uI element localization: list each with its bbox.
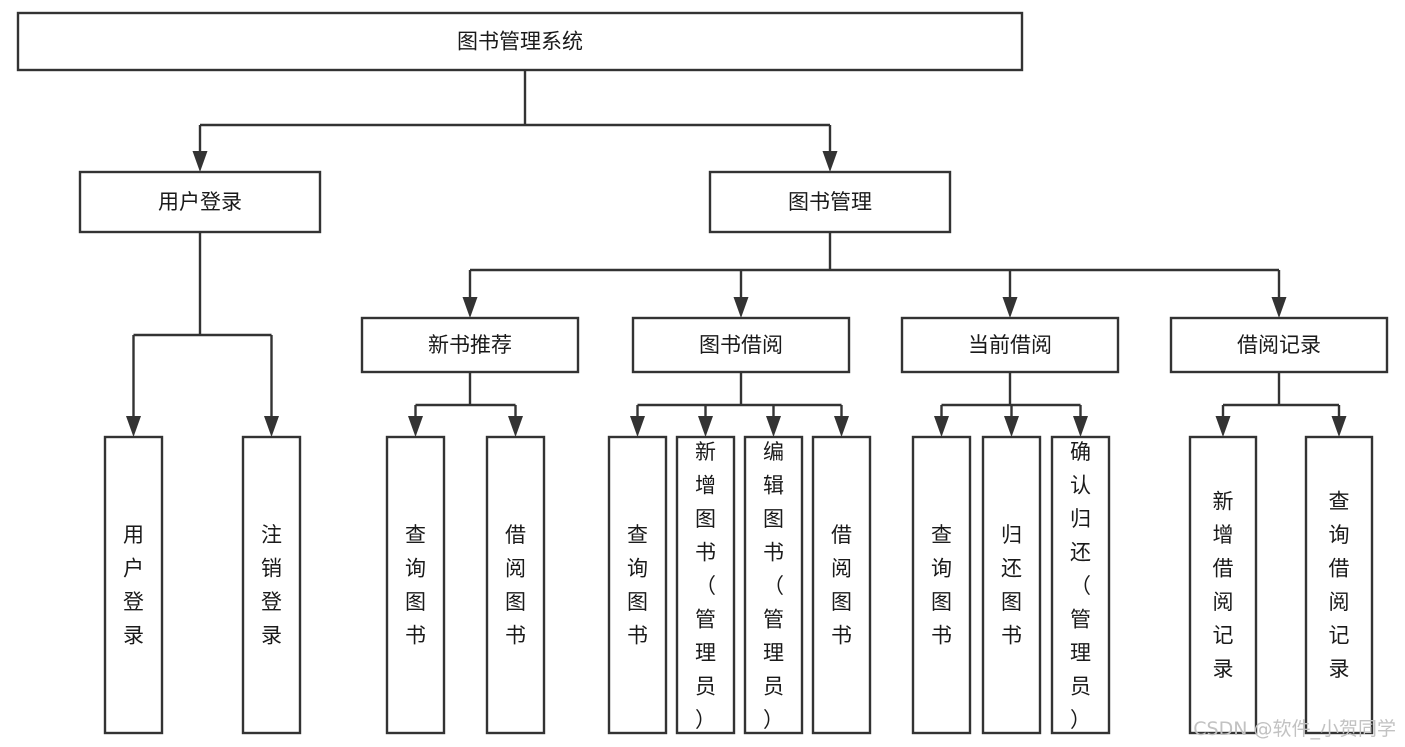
node-label: 查询图书	[405, 523, 426, 648]
node-e69fa5e8afa2e59bbee4b9a6[interactable]: 查询图书	[911, 435, 972, 735]
node-label: 新增借阅记录	[1213, 490, 1234, 682]
node-label: 注销登录	[261, 523, 282, 648]
node-label: 借阅记录	[1237, 333, 1321, 357]
watermark-label: CSDN @软件_小贺同学	[1193, 718, 1396, 740]
branch-to-node-e794a8e688b7e799bbe5bd95-arrowhead	[192, 151, 208, 172]
branch-to-node-e69fa5e8afa2e59bbee4b9a6-arrowhead	[934, 416, 949, 437]
node-box	[811, 435, 872, 735]
node-e59bbee4b9a6e5809fe99885[interactable]: 图书借阅	[631, 316, 851, 374]
node-e696b0e5a29ee5809fe99885e8aeb0e5bd95[interactable]: 新增借阅记录	[1188, 435, 1258, 735]
node-e6b3a8e99480e799bbe5bd95[interactable]: 注销登录	[241, 435, 302, 735]
node-box	[631, 316, 851, 374]
node-box	[16, 11, 1024, 72]
node-box	[900, 316, 1120, 374]
branch-to-node-e5bd93e5898de5809fe99885-arrowhead	[1002, 297, 1018, 318]
branch-to-node-e69fa5e8afa2e5809fe99885e8aeb0e5bd95-arrowhead	[1331, 416, 1347, 437]
branch-to-node-e696b0e5a29ee59bbee4b9a6efbc88e7aea1e79086e59198efbc89-arrowhead	[698, 416, 713, 437]
node-label: 查询图书	[931, 523, 952, 648]
branch-to-node-e69fa5e8afa2e59bbee4b9a6-arrowhead	[630, 416, 645, 437]
node-label: 用户登录	[123, 523, 144, 648]
node-label: 借阅图书	[831, 523, 852, 648]
node-label: 借阅图书	[505, 523, 526, 648]
branch-to-node-e7bc96e8be91e59bbee4b9a6efbc88e7aea1e79086e59198efbc89-arrowhead	[766, 416, 781, 437]
node-label: 图书管理系统	[457, 30, 583, 54]
node-label: 当前借阅	[968, 333, 1052, 357]
node-e5809fe99885e59bbee4b9a6[interactable]: 借阅图书	[485, 435, 546, 735]
branch-to-node-e6b3a8e99480e799bbe5bd95-arrowhead	[264, 416, 279, 437]
node-box	[1304, 435, 1374, 735]
node-e69fa5e8afa2e59bbee4b9a6[interactable]: 查询图书	[607, 435, 668, 735]
branch-to-node-e5809fe99885e59bbee4b9a6-arrowhead	[834, 416, 849, 437]
branch-to-node-e794a8e688b7e799bbe5bd95-arrowhead	[126, 416, 141, 437]
node-box	[607, 435, 668, 735]
node-label: 图书借阅	[699, 333, 783, 357]
node-e5809fe99885e8aeb0e5bd95[interactable]: 借阅记录	[1169, 316, 1389, 374]
node-e5bd93e5898de5809fe99885[interactable]: 当前借阅	[900, 316, 1120, 374]
node-e696b0e5a29ee59bbee4b9a6efbc88e7aea1e79086e59198efbc89[interactable]: 新增图书（管理员）	[675, 435, 736, 735]
branch-to-node-e5809fe99885e59bbee4b9a6-arrowhead	[508, 416, 523, 437]
node-label: 编辑图书（管理员）	[763, 440, 784, 732]
branch-to-node-e69fa5e8afa2e59bbee4b9a6-arrowhead	[408, 416, 423, 437]
node-box	[485, 435, 546, 735]
node-label: 新书推荐	[428, 333, 512, 357]
node-box	[1050, 435, 1111, 735]
node-e69fa5e8afa2e59bbee4b9a6[interactable]: 查询图书	[385, 435, 446, 735]
node-label: 新增图书（管理员）	[695, 440, 716, 732]
node-e5bd92e8bf98e59bbee4b9a6[interactable]: 归还图书	[981, 435, 1042, 735]
node-e696b0e4b9a6e68ea8e88d90[interactable]: 新书推荐	[360, 316, 580, 374]
branch-to-node-e696b0e5a29ee5809fe99885e8aeb0e5bd95-arrowhead	[1215, 416, 1231, 437]
node-box	[385, 435, 446, 735]
node-box	[708, 170, 952, 234]
node-box	[743, 435, 804, 735]
node-box	[911, 435, 972, 735]
node-box	[1169, 316, 1389, 374]
branch-to-node-e5bd92e8bf98e59bbee4b9a6-arrowhead	[1004, 416, 1019, 437]
node-e7a1aee8aea4e5bd92e8bf98efbc88e7aea1e79086e59198efbc89[interactable]: 确认归还（管理员）	[1050, 435, 1111, 735]
node-e59bbee4b9a6e7aea1e79086[interactable]: 图书管理	[708, 170, 952, 234]
node-e59bbee4b9a6e7aea1e79086e7b3bbe7bb9f[interactable]: 图书管理系统	[16, 11, 1024, 72]
node-label: 归还图书	[1001, 523, 1022, 648]
node-label: 图书管理	[788, 190, 872, 214]
node-box	[1188, 435, 1258, 735]
branch-to-node-e696b0e4b9a6e68ea8e88d90-arrowhead	[462, 297, 478, 318]
node-e5809fe99885e59bbee4b9a6[interactable]: 借阅图书	[811, 435, 872, 735]
branch-to-node-e59bbee4b9a6e7aea1e79086-arrowhead	[822, 151, 838, 172]
node-label: 查询图书	[627, 523, 648, 648]
node-box	[675, 435, 736, 735]
node-label: 用户登录	[158, 190, 242, 214]
node-label: 确认归还（管理员）	[1070, 440, 1091, 732]
node-box	[103, 435, 164, 735]
node-e7bc96e8be91e59bbee4b9a6efbc88e7aea1e79086e59198efbc89[interactable]: 编辑图书（管理员）	[743, 435, 804, 735]
node-label: 查询借阅记录	[1329, 490, 1350, 682]
branch-to-node-e5809fe99885e8aeb0e5bd95-arrowhead	[1271, 297, 1287, 318]
node-box	[241, 435, 302, 735]
branch-to-node-e7a1aee8aea4e5bd92e8bf98efbc88e7aea1e79086e59198efbc89-arrowhead	[1073, 416, 1088, 437]
branch-to-node-e59bbee4b9a6e5809fe99885-arrowhead	[733, 297, 749, 318]
node-e794a8e688b7e799bbe5bd95[interactable]: 用户登录	[78, 170, 322, 234]
node-e69fa5e8afa2e5809fe99885e8aeb0e5bd95[interactable]: 查询借阅记录	[1304, 435, 1374, 735]
node-box	[981, 435, 1042, 735]
node-e794a8e688b7e799bbe5bd95[interactable]: 用户登录	[103, 435, 164, 735]
